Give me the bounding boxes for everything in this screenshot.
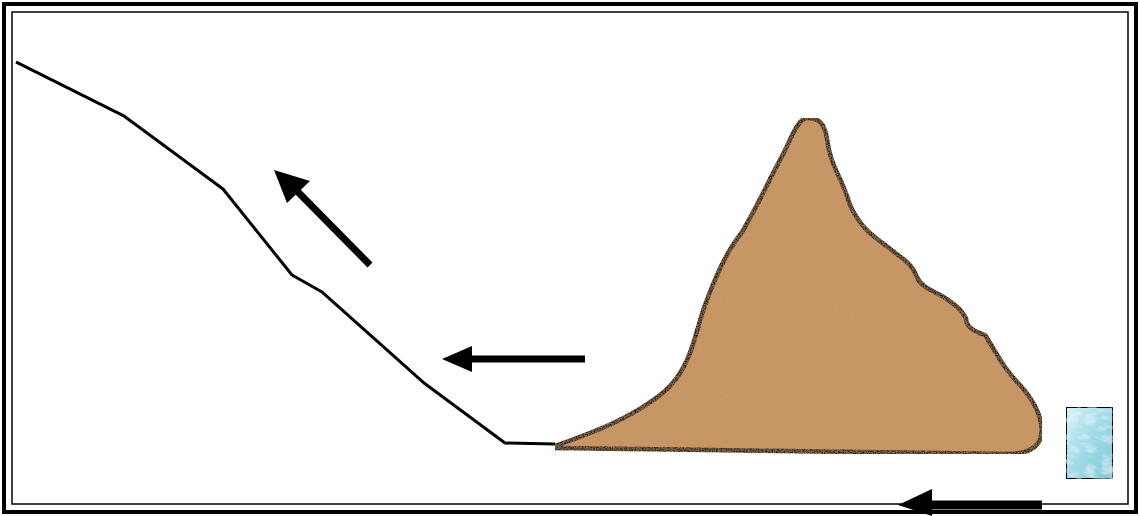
water-block: [1066, 407, 1113, 479]
arrow-up-left-icon: [274, 170, 370, 265]
arrow-left-middle-icon: [442, 346, 585, 372]
sand-mound: [555, 118, 1042, 454]
ground-profile-line: [16, 62, 555, 444]
